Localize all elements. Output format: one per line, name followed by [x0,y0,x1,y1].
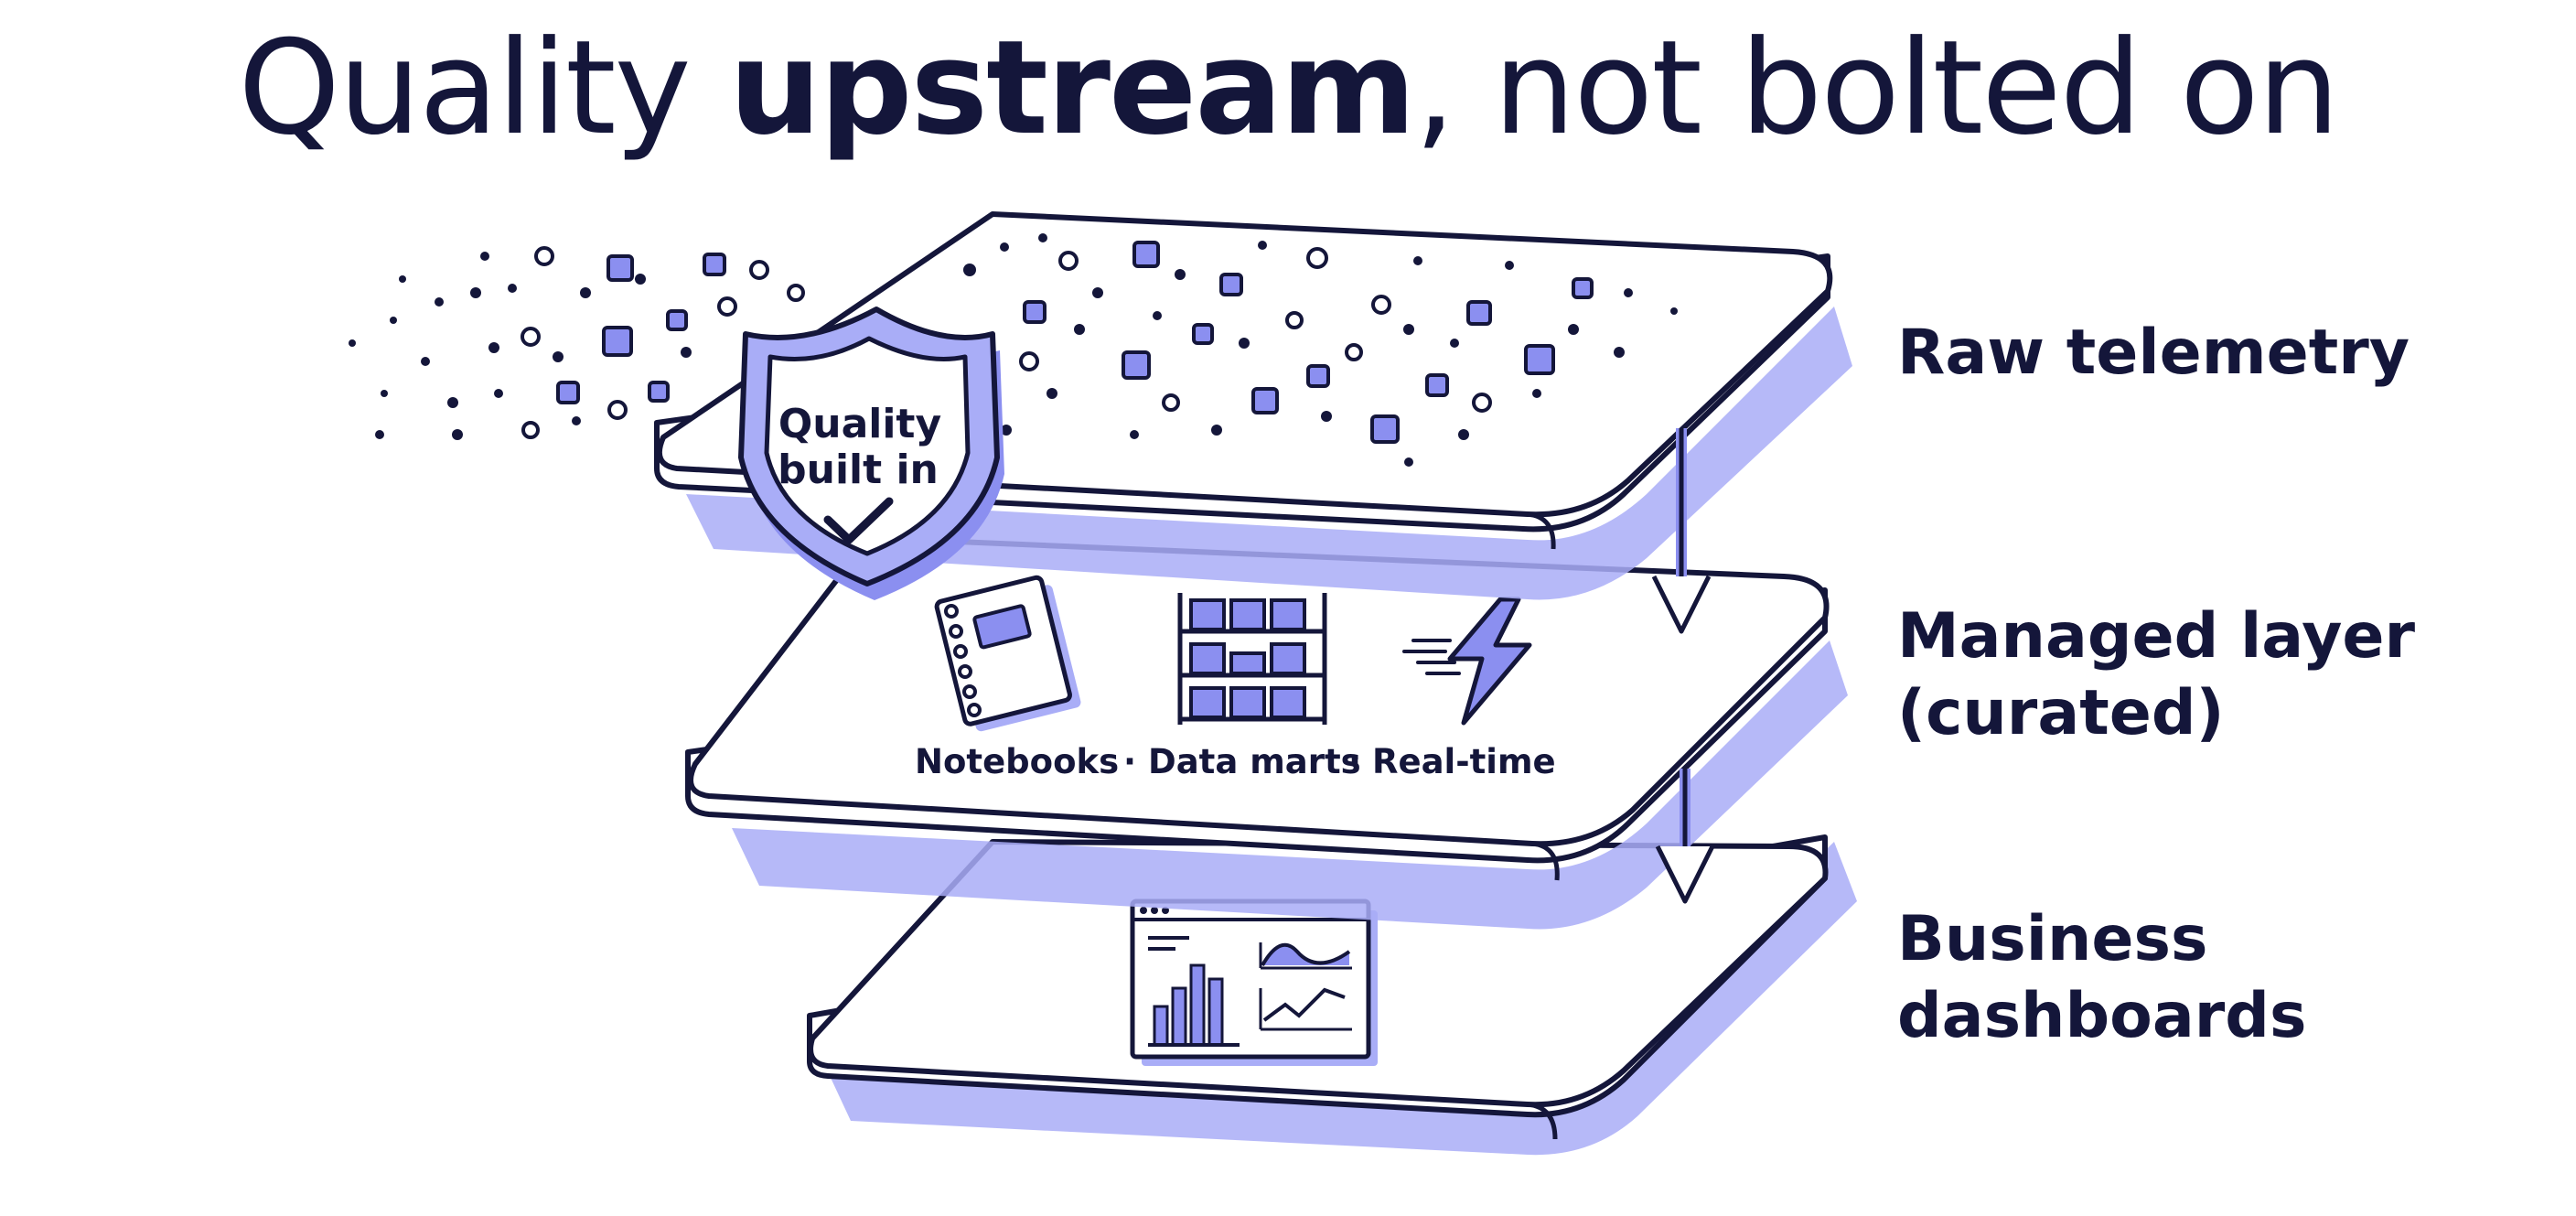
caption-realtime: Real-time [1372,742,1556,781]
label-business-line-1: Business [1897,903,2208,975]
incoming-particles [349,246,805,440]
label-raw-telemetry: Raw telemetry [1897,315,2410,392]
managed-layer: Notebooks · Data marts · Real-time [685,535,1848,930]
managed-layer-front-edge [708,793,1560,881]
data-marts-icon [1177,593,1327,725]
raw-layer-front-edge [676,466,1556,550]
raw-data-particles [963,233,1678,467]
flow-arrow-raw-to-managed [1651,428,1712,634]
shield-inner [764,336,971,556]
label-managed-line-2: (curated) [1897,677,2225,749]
flow-arrow-managed-to-business [1655,769,1715,904]
label-managed-line-1: Managed layer [1897,600,2416,673]
checkmark-icon [823,497,894,544]
caption-separator-1: · [1123,742,1136,781]
quality-shield: Quality built in [738,307,1004,600]
caption-separator-2: · [1348,742,1361,781]
label-business-line-2: dashboards [1897,980,2307,1052]
caption-notebooks: Notebooks [915,742,1119,781]
title-part-1: Quality [238,13,729,164]
title-part-3: , not bolted on [1414,13,2340,164]
managed-layer-shadow [732,640,1848,930]
notebook-icon [934,575,1081,732]
label-business-dashboards: Business dashboards [1897,901,2306,1055]
business-layer-front-edge [827,1063,1558,1140]
title-emphasis: upstream [728,13,1416,164]
label-raw-text: Raw telemetry [1897,317,2410,389]
page-title: Quality upstream, not bolted on [0,11,2576,167]
dashboard-icon [1130,899,1378,1066]
caption-data-marts: Data marts [1148,742,1361,781]
lightning-icon [1402,597,1532,726]
label-managed-layer: Managed layer (curated) [1897,598,2415,752]
shield-text-line-1: Quality [778,401,941,447]
shield-text-line-2: built in [778,447,939,493]
